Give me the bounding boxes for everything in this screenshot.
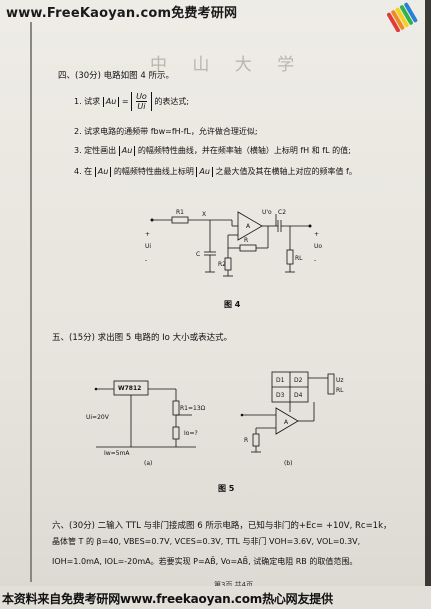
fig4-uo-label: Uo xyxy=(314,243,322,250)
fig4-r2-label: R2 xyxy=(218,261,226,268)
fig5b-d2-label: D2 xyxy=(294,377,303,384)
fig5b-d4-label: D4 xyxy=(294,392,303,399)
fig4-minus-in: - xyxy=(145,257,147,264)
fig4-c-label: C xyxy=(196,251,200,258)
freekaoyan-logo-icon xyxy=(386,2,418,32)
q4-item1-suffix: 的表达式; xyxy=(154,97,190,106)
fig5a-sub-label: (a) xyxy=(144,460,152,467)
q4-item3-abs: Au xyxy=(118,145,136,156)
q4-item4-abs2: Au xyxy=(196,166,213,177)
fig4-ui-label: Ui xyxy=(145,243,151,250)
fig4-plus-out: + xyxy=(314,231,319,238)
scan-right-border xyxy=(425,0,431,609)
fig4-a-label: A xyxy=(246,223,251,230)
fig5b-uz-label: Uz xyxy=(336,377,344,384)
fig5-caption: 图 5 xyxy=(218,484,235,493)
fig4-r-label: R xyxy=(244,237,248,244)
q4-item3-prefix: 3. 定性画出 xyxy=(74,146,117,155)
q4-item3: 3. 定性画出 Au 的幅频特性曲线，并在频率轴（横轴）上标明 fH 和 fL … xyxy=(74,145,351,156)
q4-item1-prefix: 1. 试求 xyxy=(74,97,101,106)
fig5b-a-label: A xyxy=(284,419,289,426)
watermark-bottom: 本资料来自免费考研网www.freekaoyan.com热心网友提供 xyxy=(2,592,333,606)
q4-item4-prefix: 4. 在 xyxy=(74,167,93,176)
q4-item1-frac-num: Uo xyxy=(136,92,147,102)
fig5a-ui-label: Ui=20V xyxy=(86,414,110,421)
fig5b-rl-label: RL xyxy=(336,387,344,394)
figure-5a-circuit: W7812 Ui=20V R1=13Ω Io=? Iw=5mA (a) xyxy=(86,380,206,467)
q5-title: 五、(15分) 求出图 5 电路的 Io 大小或表达式。 xyxy=(52,333,233,343)
q4-item4-abs: Au xyxy=(94,166,112,177)
q4-item3-suffix: 的幅频特性曲线，并在频率轴（横轴）上标明 fH 和 fL 的值; xyxy=(137,146,351,155)
q4-item4: 4. 在 Au 的幅频特性曲线上标明 Au 之最大值及其在横轴上对应的频率值 f… xyxy=(74,166,357,177)
q4-item4-suffix: 之最大值及其在横轴上对应的频率值 f。 xyxy=(215,167,357,176)
fig5b-sub-label: (b) xyxy=(284,460,293,467)
watermark-top: www.FreeKaoyan.com免费考研网 xyxy=(6,6,238,21)
scan-edge-line xyxy=(30,22,32,582)
fig5b-d1-label: D1 xyxy=(276,377,285,384)
faint-university-header: 中 山 大 学 xyxy=(150,55,305,75)
fig4-ua-label: U'o xyxy=(262,209,272,216)
fig4-rl-label: RL xyxy=(295,255,303,262)
fig4-plus-in: + xyxy=(145,231,150,238)
q6-line3: IOH=1.0mA, IOL=-20mA。若要实现 P=AB̄, Vo=AB̄,… xyxy=(52,557,358,566)
page-footer: 第3页 共4页 xyxy=(214,581,254,589)
q4-item1-abs: Au xyxy=(102,96,120,107)
fig4-r1-label: R1 xyxy=(176,209,184,216)
footer-band xyxy=(0,586,431,609)
q4-item4-mid: 的幅频特性曲线上标明 xyxy=(113,167,194,176)
q4-item2: 2. 试求电路的通频带 fbw=fH-fL，允许做合理近似; xyxy=(74,127,258,136)
fig4-c2-label: C2 xyxy=(278,209,286,216)
q4-item1-eq: = xyxy=(121,97,129,106)
figure-4-circuit: + Ui - R1 X A U'o C2 C R R2 RL + Uo - xyxy=(145,209,322,277)
fig5a-iw-label: Iw=5mA xyxy=(104,450,130,457)
q4-title: 四、(30分) 电路如图 4 所示。 xyxy=(58,71,174,81)
fig5a-chip-label: W7812 xyxy=(118,385,141,392)
fig4-caption: 图 4 xyxy=(224,300,241,309)
fig5b-r-label: R xyxy=(244,437,248,444)
fig5a-r1-label: R1=13Ω xyxy=(180,405,206,412)
figure-5b-circuit: D1 D2 D3 D4 Uz RL A R (b) xyxy=(240,371,344,467)
fig5a-io-label: Io=? xyxy=(184,430,198,437)
q6-line2: 晶体管 T 的 β=40, VBES=0.7V, VCES=0.3V, TTL … xyxy=(52,537,361,546)
fig5b-d3-label: D3 xyxy=(276,392,285,399)
fig4-x-label: X xyxy=(202,211,206,218)
q6-line1: 六、(30分) 二输入 TTL 与非门接成图 6 所示电路，已知与非门的+Ec=… xyxy=(52,521,392,531)
q4-item1-frac-den: Ui xyxy=(137,102,146,111)
fig4-minus-out: - xyxy=(314,257,316,264)
